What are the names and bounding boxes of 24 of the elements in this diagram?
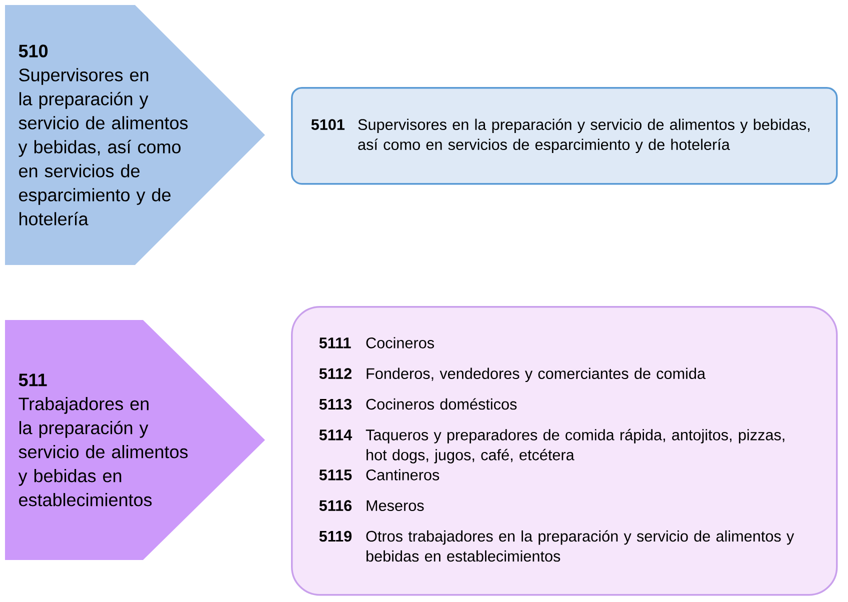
item-description: Cantineros	[366, 469, 440, 480]
item-description: Meseros	[366, 500, 424, 511]
item-description: Taqueros y preparadores de comida rápida, antojitos, pizzas, hot dogs, jugos, café, etcétera	[366, 428, 784, 464]
item-code: 5115	[319, 470, 352, 480]
list-box	[291, 87, 838, 185]
item-description: Cocineros domésticos	[366, 398, 517, 410]
item-code: 5113	[319, 398, 352, 410]
code-heading: 511	[18, 374, 47, 386]
description: Trabajadores en la preparación y servicio de alimentos y bebidas en establecimientos	[18, 397, 188, 506]
description: Supervisores en la preparación y servicio de alimentos y bebidas, así como en servicios de esparcimiento y de hotelería	[18, 68, 188, 226]
item-description: Fonderos, vendedores y comerciantes de comida	[366, 368, 706, 382]
chevron-shape	[5, 5, 265, 265]
item-code: 5112	[319, 368, 352, 379]
item-description: Cocineros	[366, 337, 434, 348]
item-code: 5101	[311, 119, 345, 130]
chevron-shape	[5, 320, 265, 560]
list-box	[291, 306, 838, 596]
item-description: Supervisores en la preparación y servicio de alimentos y bebidas, así como en servicios de esparcimiento y de hotelería	[358, 118, 810, 154]
item-code: 5119	[319, 530, 352, 542]
item-code: 5114	[319, 430, 352, 440]
item-description: Otros trabajadores en la preparación y servicio de alimentos y bebidas en establecimientos	[366, 530, 794, 562]
item-code: 5111	[319, 338, 351, 348]
item-code: 5116	[319, 500, 352, 511]
code-heading: 510	[18, 44, 48, 58]
